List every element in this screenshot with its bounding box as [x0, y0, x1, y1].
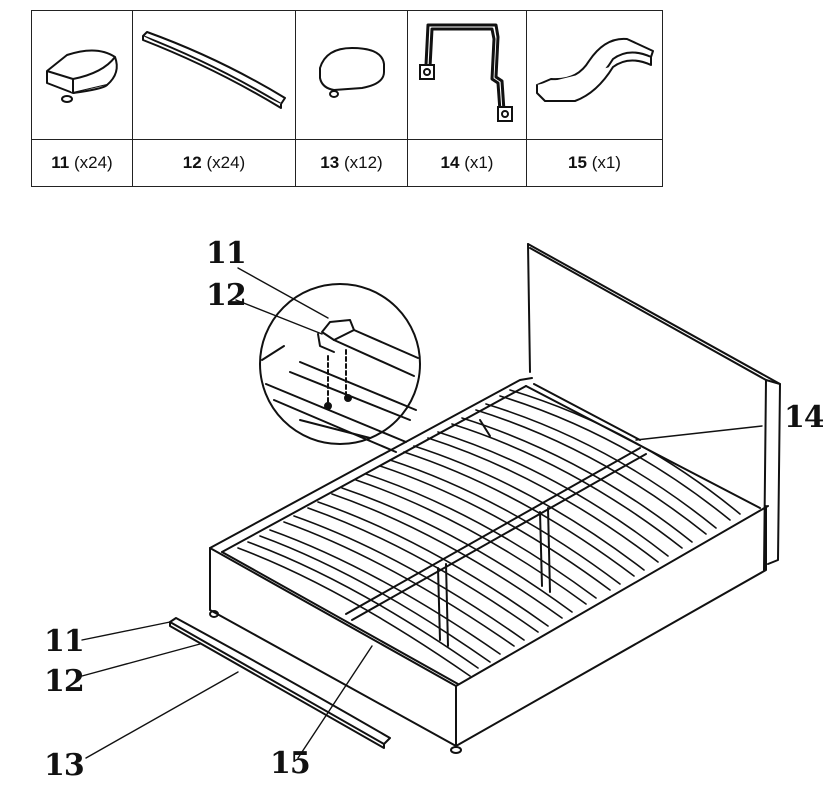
center-slat-holder-icon	[318, 46, 385, 98]
loose-slat	[169, 617, 391, 749]
parts-caption-row: 11 (x24) 12 (x24) 13 (x12) 14 (x1) 15 (x…	[31, 139, 663, 187]
slat-holder-cap-icon	[46, 49, 118, 103]
lift-hook-rod-icon	[419, 23, 513, 122]
part-number: 11	[51, 153, 70, 172]
part-cell-15	[526, 10, 663, 140]
lift-rod	[479, 383, 641, 441]
parts-icon-row	[31, 10, 663, 140]
part-number: 13	[320, 153, 340, 172]
headboard	[527, 243, 781, 571]
part-qty: (x24)	[73, 153, 113, 172]
callout-14: 14	[784, 400, 823, 435]
leader-lines	[81, 267, 763, 759]
part-qty: (x1)	[464, 153, 494, 172]
part-caption-12: 12 (x24)	[132, 139, 296, 187]
slat-array	[237, 389, 741, 677]
part-qty: (x24)	[206, 153, 246, 172]
part-cell-14	[407, 10, 527, 140]
part-qty: (x1)	[591, 153, 621, 172]
callout-15: 15	[270, 746, 311, 781]
part-caption-13: 13 (x12)	[295, 139, 408, 187]
part-qty: (x12)	[343, 153, 383, 172]
detail-view	[259, 283, 421, 453]
callout-left-12: 12	[44, 664, 85, 699]
parts-table: 11 (x24) 12 (x24) 13 (x12) 14 (x1) 15 (x…	[31, 10, 663, 187]
part-number: 12	[182, 153, 202, 172]
part-caption-15: 15 (x1)	[526, 139, 663, 187]
part-caption-11: 11 (x24)	[31, 139, 133, 187]
part-number: 15	[568, 153, 587, 172]
part-cell-12	[132, 10, 296, 140]
callout-detail-12: 12	[206, 278, 247, 313]
center-rail	[345, 447, 647, 647]
part-number: 14	[440, 153, 460, 172]
bed-assembly-diagram	[81, 243, 781, 759]
curved-strap-icon	[535, 37, 654, 102]
part-cell-11	[31, 10, 133, 140]
part-caption-14: 14 (x1)	[407, 139, 527, 187]
callout-left-11: 11	[44, 624, 85, 659]
part-cell-13	[295, 10, 408, 140]
callout-13: 13	[44, 748, 85, 783]
callout-detail-11: 11	[206, 236, 247, 271]
slat-icon	[142, 30, 286, 109]
